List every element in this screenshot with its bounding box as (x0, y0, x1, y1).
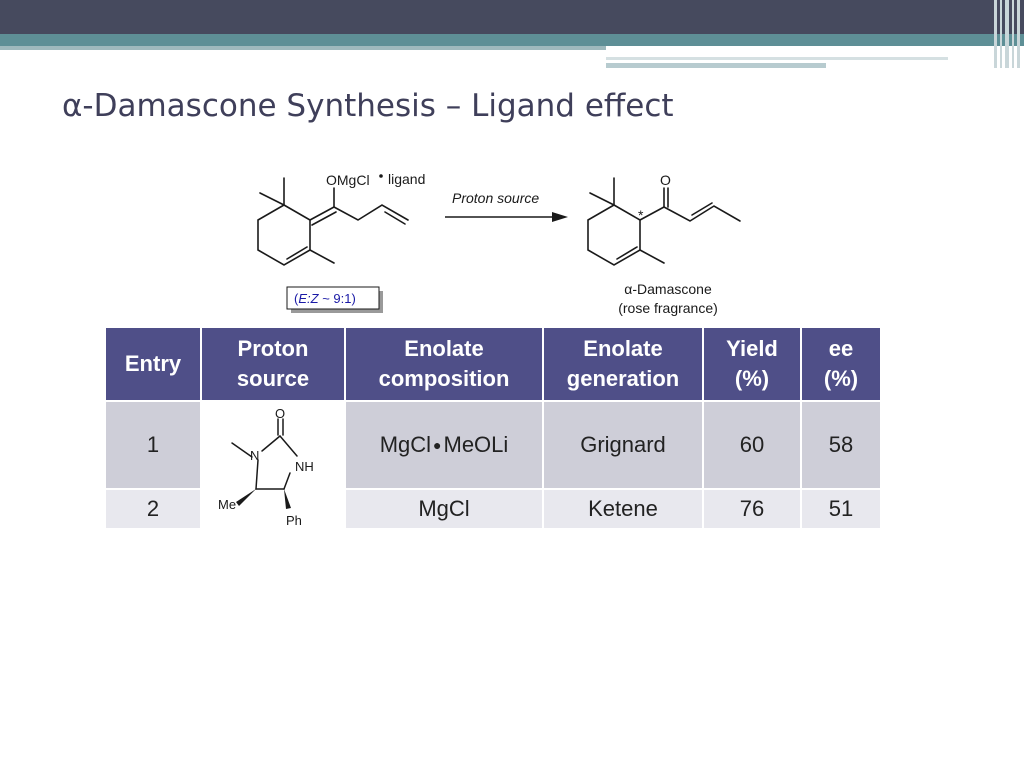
header-ee: ee(%) (800, 326, 882, 402)
table-row: 1 O N (104, 400, 882, 530)
reaction-scheme: OMgCl ligand Proton source (E:Z ~ 9:1) *… (257, 171, 741, 316)
product-note: (rose fragrance) (618, 300, 718, 316)
header-yield: Yield(%) (702, 326, 802, 402)
stereocenter-mark: * (638, 207, 644, 223)
cell-generation: Grignard (542, 400, 704, 490)
cell-ee: 51 (800, 488, 882, 530)
ring-methyl (639, 249, 665, 264)
carbonyl-label: O (660, 172, 671, 188)
cell-generation: Ketene (542, 488, 704, 530)
ring-double-bond (616, 246, 638, 260)
cell-ee: 58 (800, 400, 882, 490)
header-entry: Entry (104, 326, 202, 402)
ring-methyl (309, 249, 335, 264)
slide-title: α-Damascone Synthesis – Ligand effect (62, 88, 674, 124)
starting-ring (257, 204, 311, 266)
enone-double-bond (691, 202, 713, 216)
allyl-chain (333, 204, 409, 221)
cell-entry: 1 (104, 400, 202, 490)
header-bar-dark (0, 0, 1024, 34)
separator-dot: ● (433, 437, 442, 453)
gem-methyl (589, 192, 615, 206)
reagent-ligand-label: ligand (388, 171, 425, 187)
header-bar-teal-light (0, 46, 606, 50)
ring-double-bond (286, 246, 308, 260)
cell-yield: 76 (702, 488, 802, 530)
header-accent-line (606, 57, 948, 60)
ligand-ph: Ph (286, 513, 302, 527)
product-name: α-Damascone (624, 281, 712, 297)
enol-double-bond (309, 206, 335, 221)
arrow-label: Proton source (452, 190, 539, 206)
reagent-label: OMgCl (326, 172, 370, 188)
product-ring (587, 204, 641, 266)
gem-methyl (259, 192, 285, 206)
enone-chain (663, 205, 741, 222)
terminal-double-bond (384, 211, 406, 225)
cell-proton-source: O N NH Me Ph (200, 400, 346, 530)
ligand-nh: NH (295, 459, 314, 474)
header-accent-line (606, 46, 1006, 50)
enol-double-bond (311, 211, 337, 226)
ligand-n: N (250, 448, 259, 463)
ratio-box (286, 286, 380, 310)
ligand-structure: O N NH Me Ph (218, 406, 314, 527)
header-accent-line (606, 63, 826, 68)
table-row: 2 MgCl Ketene 76 51 (104, 488, 882, 530)
wedge-bond-me (236, 489, 256, 506)
ratio-label: (E:Z ~ 9:1) (294, 291, 356, 306)
reaction-arrowhead (552, 212, 568, 222)
acyl-bond (639, 206, 665, 221)
cell-entry: 2 (104, 488, 202, 530)
cell-composition: MgCl (344, 488, 544, 530)
separator-dot (379, 174, 383, 178)
cell-yield: 60 (702, 400, 802, 490)
ligand-o: O (275, 406, 285, 421)
wedge-bond-ph (284, 489, 291, 509)
header-bar-teal (0, 34, 1024, 46)
cell-composition: MgCl●MeOLi (344, 400, 544, 490)
header-stripes (990, 0, 1024, 68)
ligand-me: Me (218, 497, 236, 512)
